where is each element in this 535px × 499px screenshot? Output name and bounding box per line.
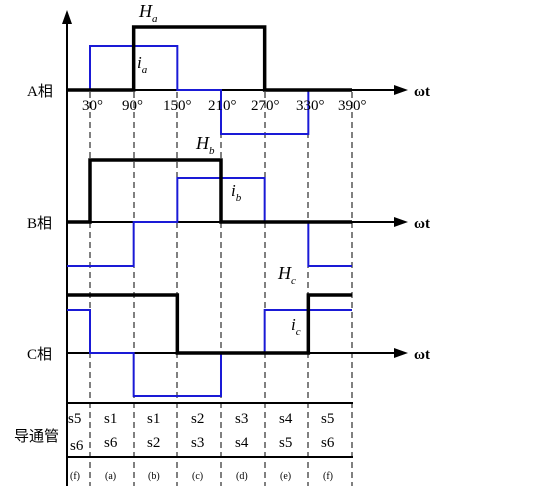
phase-c-label: C相 — [27, 346, 52, 363]
cell-upper-3: s2 — [191, 411, 204, 427]
waveform-ia — [67, 45, 352, 135]
waveform-ha — [67, 25, 352, 92]
cell-lower-2: s2 — [147, 435, 160, 451]
table-interval-row: (f) (a) (b) (c) (d) (e) (f) — [70, 471, 333, 482]
waveform-hb — [67, 158, 352, 224]
label-ha: Ha — [138, 1, 158, 25]
angle-tick-labels: 30° 90° 150° 210° 270° 330° 390° — [82, 98, 367, 114]
phase-a-label: A相 — [27, 83, 53, 100]
cell-lower-6: s6 — [321, 435, 335, 451]
omega-t-label-a: ωt — [414, 84, 430, 100]
cell-upper-2: s1 — [147, 411, 160, 427]
cell-interval-1: (a) — [105, 471, 116, 482]
cell-lower-5: s5 — [279, 435, 292, 451]
cell-lower-0: s6 — [70, 438, 84, 454]
cell-interval-6: (f) — [323, 471, 333, 482]
tick-label-390: 390° — [338, 98, 367, 114]
vertical-axis-arrow — [62, 10, 72, 24]
signal-labels: Ha ia Hb ib Hc ic — [137, 1, 301, 338]
cell-interval-3: (c) — [192, 471, 203, 482]
cell-interval-0: (f) — [70, 471, 80, 482]
phase-b-label: B相 — [27, 215, 52, 232]
label-hc: Hc — [277, 263, 296, 287]
cell-lower-4: s4 — [235, 435, 249, 451]
cell-upper-1: s1 — [104, 411, 117, 427]
cell-interval-2: (b) — [148, 471, 160, 482]
tick-label-270: 270° — [251, 98, 280, 114]
table-upper-row: s5 s1 s1 s2 s3 s4 s5 — [68, 411, 334, 427]
label-ib: ib — [231, 181, 242, 204]
cell-interval-4: (d) — [236, 471, 248, 482]
guide-lines — [89, 92, 353, 486]
waveform-ic — [67, 309, 352, 397]
phase-b-axis-arrow — [394, 217, 408, 227]
cell-upper-5: s4 — [279, 411, 293, 427]
cell-interval-5: (e) — [280, 471, 291, 482]
phase-a-axis-arrow — [394, 85, 408, 95]
tick-label-90: 90° — [122, 98, 143, 114]
waveforms — [67, 25, 352, 397]
table-lower-row: s6 s6 s2 s3 s4 s5 s6 — [70, 435, 335, 454]
label-hb: Hb — [195, 133, 215, 157]
cell-upper-6: s5 — [321, 411, 334, 427]
label-ia: ia — [137, 53, 148, 76]
cell-lower-1: s6 — [104, 435, 118, 451]
cell-upper-4: s3 — [235, 411, 248, 427]
tick-label-210: 210° — [208, 98, 237, 114]
cell-upper-0: s5 — [68, 411, 81, 427]
tick-label-330: 330° — [296, 98, 325, 114]
label-ic: ic — [291, 315, 301, 338]
phase-c-axis-arrow — [394, 348, 408, 358]
conduction-table: 导通管 s5 s1 s1 s2 s3 s4 s5 s6 s6 s2 s3 s4 … — [14, 402, 353, 482]
tick-label-150: 150° — [163, 98, 192, 114]
table-row-label: 导通管 — [14, 428, 59, 445]
omega-t-label-b: ωt — [414, 216, 430, 232]
cell-lower-3: s3 — [191, 435, 204, 451]
waveform-hc — [67, 293, 352, 355]
tick-label-30: 30° — [82, 98, 103, 114]
waveform-ib — [67, 177, 352, 267]
omega-t-label-c: ωt — [414, 347, 430, 363]
